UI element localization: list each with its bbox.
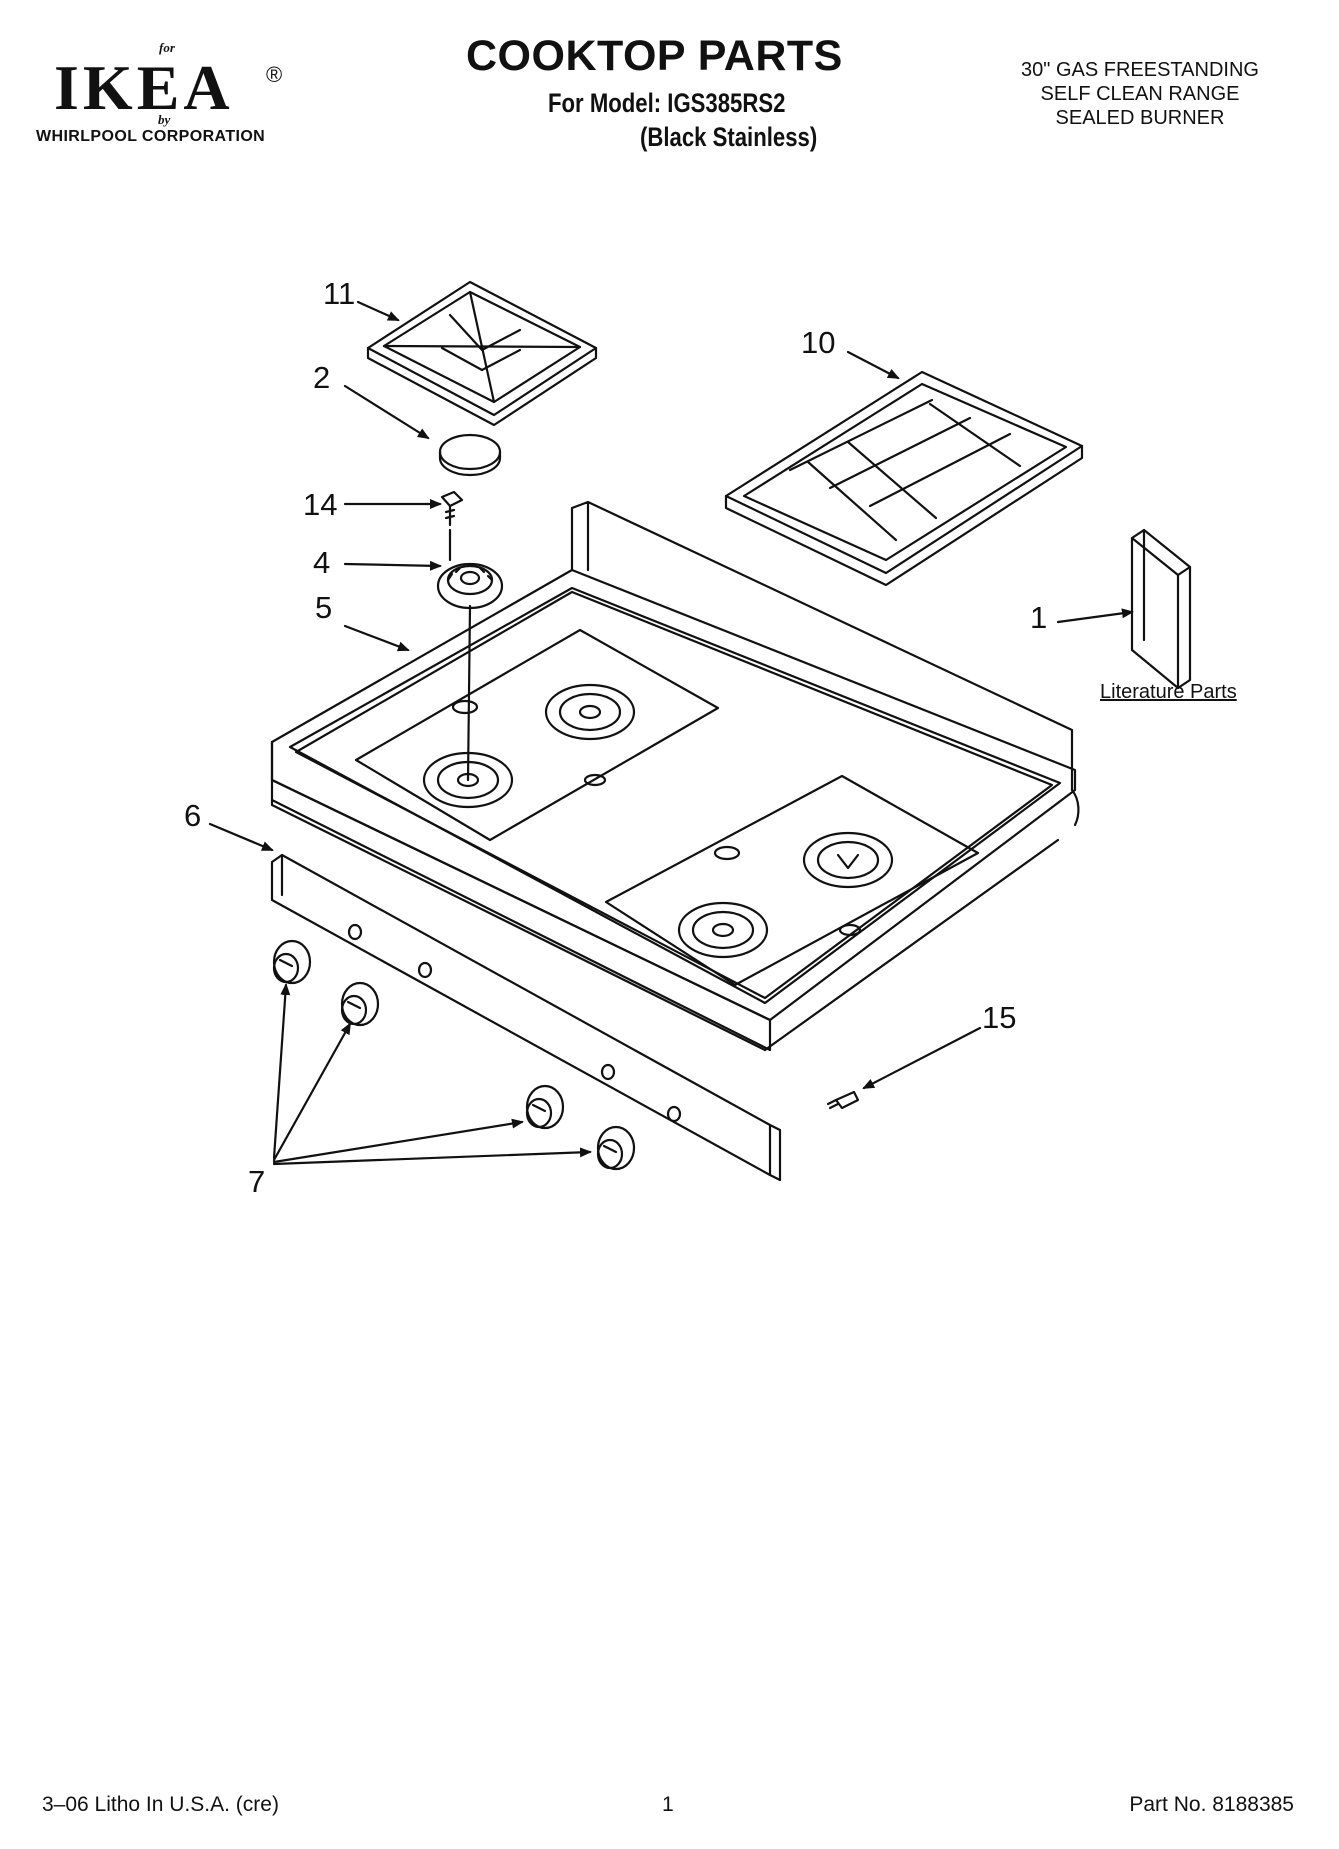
brand-for: for — [159, 40, 175, 55]
single-grate — [366, 280, 598, 427]
callout-2: 2 — [313, 360, 331, 395]
page-title: COOKTOP PARTS — [466, 32, 843, 80]
description-line-2: SELF CLEAN RANGE — [1040, 83, 1240, 105]
callout-14: 14 — [303, 487, 338, 522]
callout-15: 15 — [982, 1000, 1017, 1035]
control-knobs — [272, 939, 636, 1171]
print-info: 3–06 Litho In U.S.A. (cre) — [42, 1793, 279, 1816]
product-description: 30" GAS FREESTANDING SELF CLEAN RANGE SE… — [995, 58, 1285, 130]
knob — [340, 981, 380, 1027]
callout-4: 4 — [313, 545, 331, 580]
screw — [440, 490, 464, 562]
knob — [272, 939, 312, 985]
brand-by: by — [158, 112, 171, 127]
part-number: Part No. 8188385 — [1129, 1793, 1294, 1816]
description-line-3: SEALED BURNER — [1055, 107, 1225, 129]
model-variant: (Black Stainless) — [640, 122, 818, 152]
burner-base — [436, 562, 504, 782]
double-grate — [724, 370, 1084, 587]
callout-1: 1 — [1030, 600, 1048, 635]
description-line-1: 30" GAS FREESTANDING — [1021, 59, 1259, 81]
callout-11: 11 — [323, 276, 356, 311]
callout-6: 6 — [184, 798, 202, 833]
screw-15 — [826, 1090, 860, 1110]
callout-10: 10 — [801, 325, 836, 360]
model-number: For Model: IGS385RS2 — [548, 88, 786, 118]
callout-arrows — [208, 300, 1134, 1166]
registered-mark: ® — [266, 62, 283, 87]
literature-parts-box — [1130, 528, 1192, 690]
burner-cap — [438, 433, 502, 477]
callout-7: 7 — [248, 1164, 266, 1199]
page-number: 1 — [662, 1793, 674, 1816]
knob — [525, 1084, 565, 1130]
control-panel — [270, 853, 782, 1182]
knob — [596, 1125, 636, 1171]
ikea-logo: IKEA — [54, 52, 234, 123]
corporation-name: WHIRLPOOL CORPORATION — [36, 128, 266, 145]
literature-parts-label: Literature Parts — [1100, 681, 1237, 703]
callout-5: 5 — [315, 590, 333, 625]
